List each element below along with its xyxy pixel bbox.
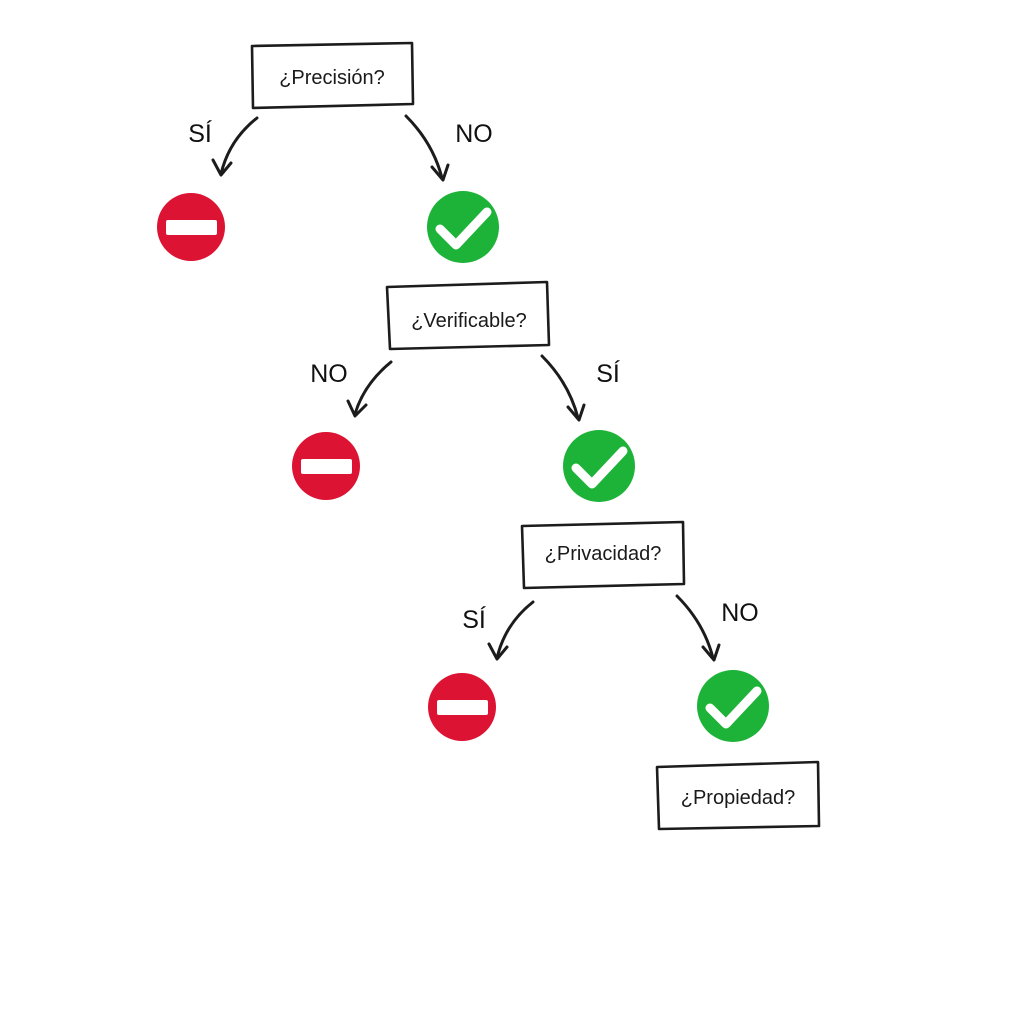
question-node-3: ¿Privacidad? bbox=[520, 520, 686, 590]
question-node-2: ¿Verificable? bbox=[385, 280, 551, 351]
branch-arrow-3-right bbox=[675, 594, 721, 662]
question-node-1: ¿Precisión? bbox=[250, 41, 415, 110]
question-box-2 bbox=[385, 280, 551, 351]
check-icon bbox=[563, 430, 635, 502]
no-entry-icon bbox=[292, 432, 360, 500]
question-box-3 bbox=[520, 520, 686, 590]
branch-arrow-1-right bbox=[404, 114, 450, 182]
question-box-1 bbox=[250, 41, 415, 110]
no-entry-icon bbox=[428, 673, 496, 741]
branch-label-1-right: NO bbox=[455, 120, 493, 148]
question-text-2: ¿Verificable? bbox=[411, 310, 527, 332]
no-entry-icon bbox=[157, 193, 225, 261]
branch-label-2-left: NO bbox=[310, 360, 348, 388]
question-node-4: ¿Propiedad? bbox=[655, 760, 821, 831]
question-text-1: ¿Precisión? bbox=[279, 67, 385, 89]
branch-arrow-3-left bbox=[487, 600, 535, 661]
branch-arrow-1-left bbox=[211, 116, 259, 177]
branch-label-2-right: SÍ bbox=[596, 359, 620, 388]
branch-label-3-left: SÍ bbox=[462, 605, 486, 634]
question-text-3: ¿Privacidad? bbox=[545, 543, 662, 565]
question-box-4 bbox=[655, 760, 821, 831]
check-icon bbox=[427, 191, 499, 263]
branch-label-3-right: NO bbox=[721, 599, 759, 627]
branch-arrow-2-left bbox=[346, 360, 393, 418]
question-text-4: ¿Propiedad? bbox=[681, 787, 796, 809]
check-icon bbox=[697, 670, 769, 742]
branch-arrow-2-right bbox=[540, 354, 586, 422]
branch-label-1-left: SÍ bbox=[188, 119, 212, 148]
